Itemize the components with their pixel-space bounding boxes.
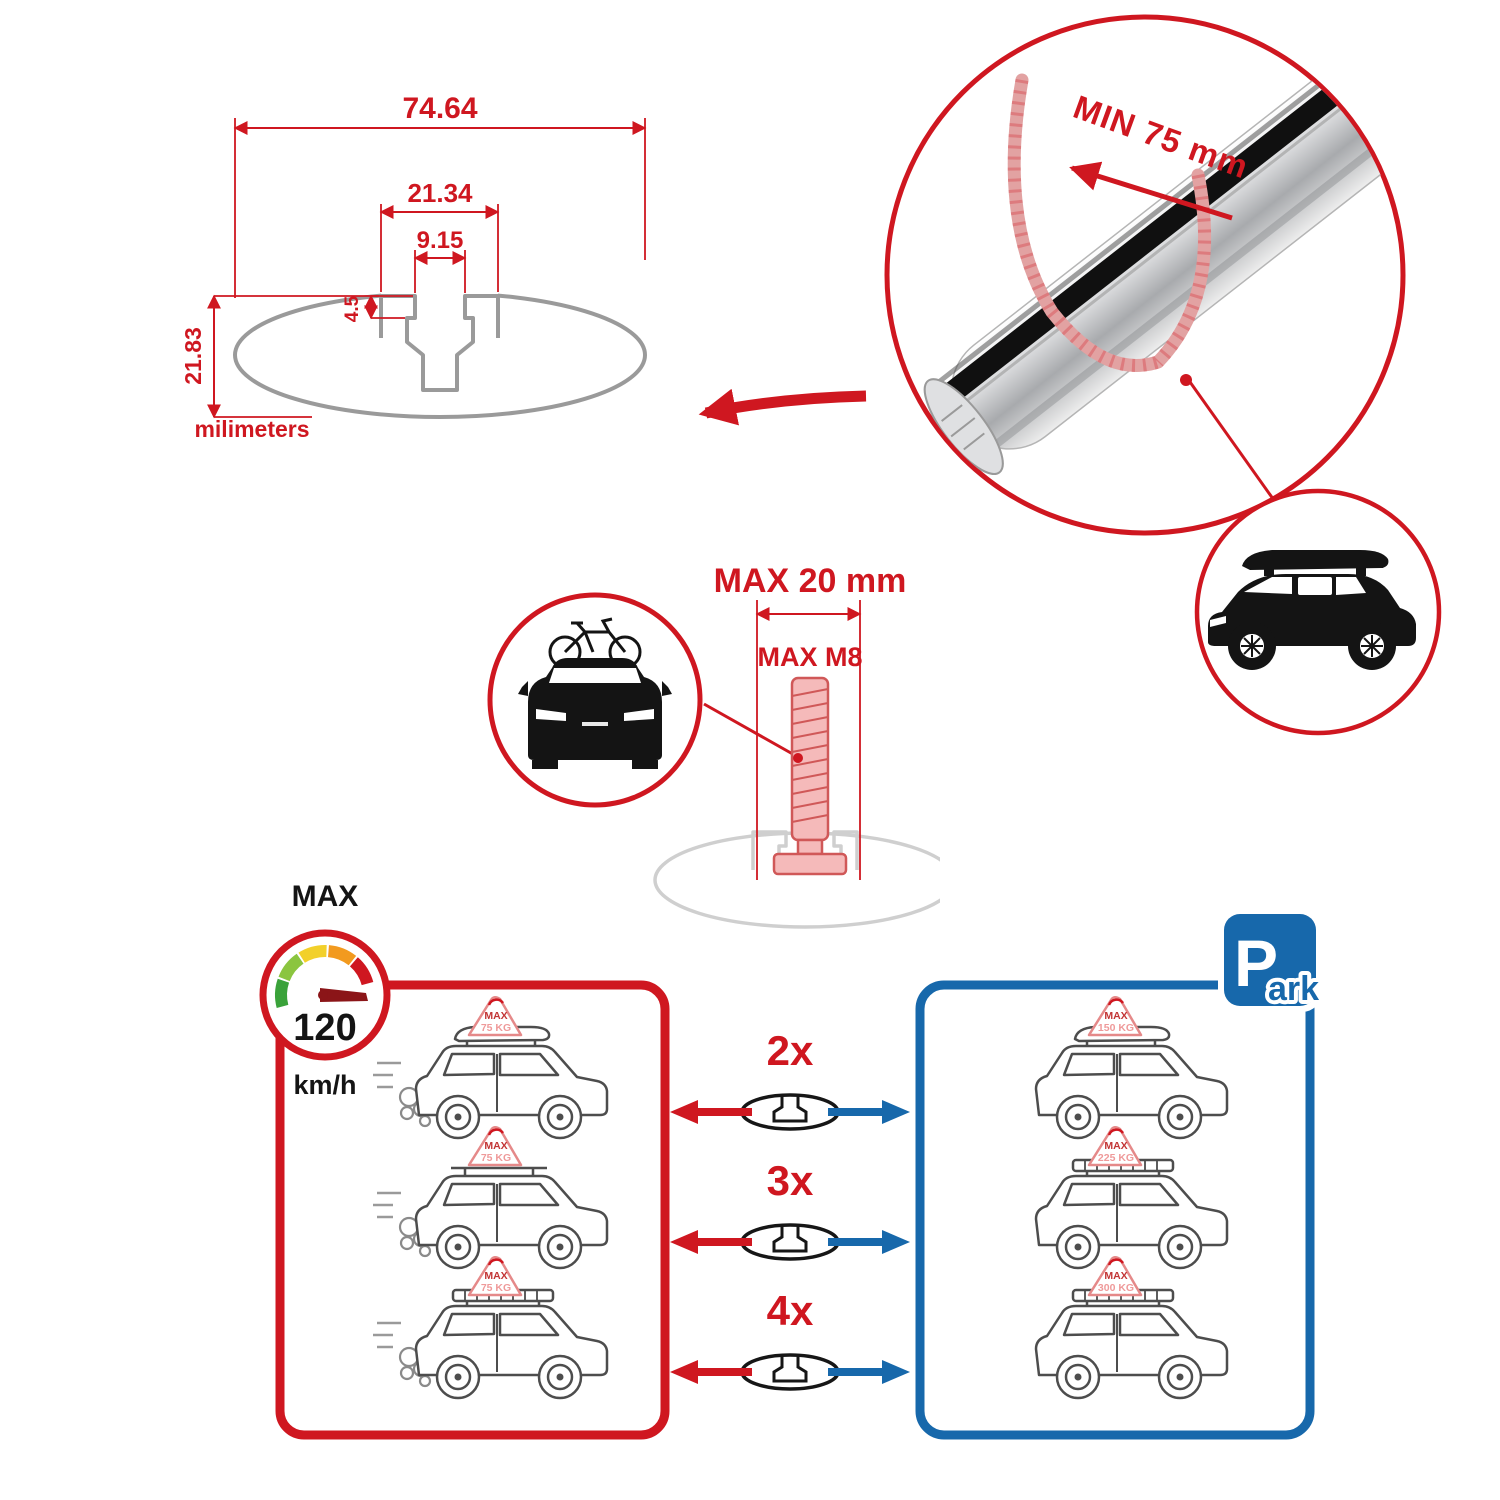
profile-mask: [381, 286, 498, 308]
dim-lip-depth: 4.5: [342, 295, 363, 322]
clamp-strap-sketch: [1007, 73, 1212, 372]
load-tag: MAX 300 KG: [1087, 1255, 1143, 1297]
bar-count-row1: 2x: [767, 1027, 814, 1074]
parking-sign: P ark: [1218, 908, 1323, 1012]
load-tag: MAX 75 KG: [467, 1255, 523, 1297]
car-front-icon: [518, 658, 672, 769]
tag-load: 75 KG: [481, 1282, 511, 1294]
tag-max: MAX: [484, 1010, 507, 1022]
load-tag: MAX 150 KG: [1087, 995, 1143, 1037]
bar-count-row2: 3x: [767, 1157, 814, 1204]
units-label: milimeters: [194, 416, 309, 442]
callout-dot: [1180, 374, 1192, 386]
driving-box: [275, 980, 670, 1440]
gauge-max-label: MAX: [292, 880, 359, 913]
bar-icon-row3: [740, 1353, 840, 1391]
car-front-bike-circle: [487, 592, 703, 808]
bar-count-row3: 4x: [767, 1287, 814, 1334]
tag-load: 300 KG: [1098, 1282, 1134, 1294]
dim-total-width: 74.64: [402, 92, 477, 125]
max-width-label: MAX 20 mm: [714, 562, 907, 600]
tag-max: MAX: [484, 1140, 507, 1152]
bar-zoom-circle: MIN 75 mm: [884, 14, 1406, 536]
bar-cross-section-ellipse: [233, 291, 647, 419]
driving-car-row3: MAX 75 KG: [371, 1255, 609, 1400]
tag-load: 75 KG: [481, 1152, 511, 1164]
min-span-arrow: [1069, 161, 1233, 221]
crossbar-dimension-diagram: 74.64 21.34 9.15 4.5 21.83 milimeters: [180, 92, 647, 442]
arrow-right-row1: [828, 1100, 910, 1124]
load-tag: MAX 225 KG: [1087, 1125, 1143, 1167]
bolt-diagram: MAX 20 mm MAX M8: [653, 562, 940, 929]
gauge-arc: [275, 945, 374, 1008]
speed-gauge: MAX 120 km/h: [259, 880, 391, 1100]
arrow-left-row1: [670, 1100, 752, 1124]
parking-sign-suffix: ark: [1268, 970, 1319, 1008]
tag-max: MAX: [1104, 1010, 1127, 1022]
load-comparison-diagram: P ark MAX 75 KG MAX 150 KG 2x: [275, 908, 1323, 1440]
driving-car-row2: MAX 75 KG: [371, 1125, 609, 1270]
gauge-value: 120: [293, 1007, 356, 1049]
dim-channel-outer: 21.34: [407, 178, 473, 208]
parked-car-row3: MAX 300 KG: [1034, 1255, 1229, 1400]
callout-dot: [793, 753, 803, 763]
arrow-left-row2: [670, 1230, 752, 1254]
load-tag: MAX 75 KG: [467, 995, 523, 1037]
tag-max: MAX: [484, 1270, 507, 1282]
suv-roofbox-circle: [1194, 488, 1442, 736]
suv-roofbox-icon: [1208, 550, 1416, 670]
parking-sign-square: [1224, 914, 1316, 1006]
bar-icon-row1: [740, 1093, 840, 1131]
gauge-needle: [320, 988, 368, 1002]
faded-profile-left: [751, 830, 788, 870]
tag-load: 150 KG: [1098, 1022, 1134, 1034]
arrow-left-row3: [670, 1360, 752, 1384]
faded-profile-right: [832, 830, 859, 870]
load-tag: MAX 75 KG: [467, 1125, 523, 1167]
driving-car-row1: MAX 75 KG: [371, 995, 609, 1140]
tag-max: MAX: [1104, 1140, 1127, 1152]
gauge-pivot: [318, 990, 328, 1000]
tag-max: MAX: [1104, 1270, 1127, 1282]
bar-icon-row2: [740, 1223, 840, 1261]
gauge-units: km/h: [293, 1070, 356, 1100]
arrow-right-row3: [828, 1360, 910, 1384]
max-thread-label: MAX M8: [757, 642, 862, 672]
dim-total-height: 21.83: [180, 327, 206, 385]
parked-box: [915, 980, 1315, 1440]
dim-opening: 9.15: [417, 227, 464, 254]
tag-load: 225 KG: [1098, 1152, 1134, 1164]
arrow-right-row2: [828, 1230, 910, 1254]
parking-sign-letter: P: [1234, 926, 1278, 1000]
parked-car-row1: MAX 150 KG: [1034, 995, 1229, 1140]
t-slot-profile: [379, 294, 500, 392]
tag-load: 75 KG: [481, 1022, 511, 1034]
parked-car-row2: MAX 225 KG: [1034, 1125, 1229, 1270]
t-bolt-icon: [772, 676, 848, 876]
